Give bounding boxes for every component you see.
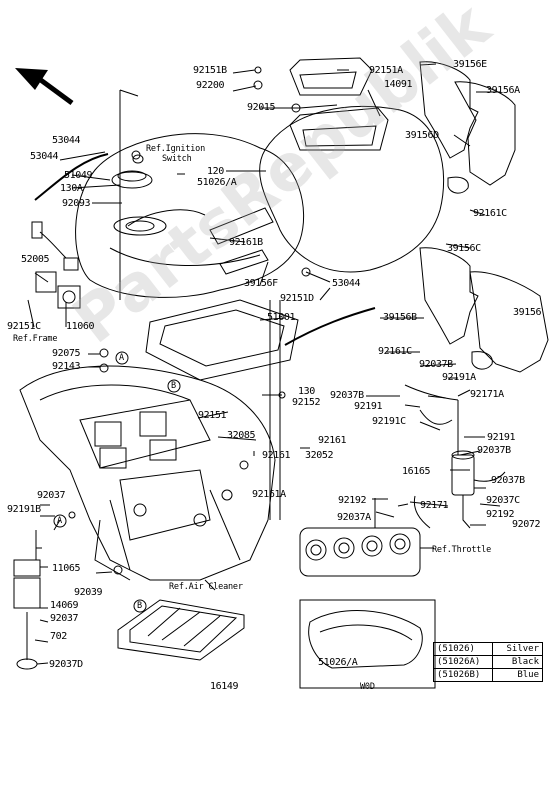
part-callout-92161c-mid: 92161C: [378, 346, 412, 357]
frame-shape: [19, 365, 276, 581]
part-callout-39156f: 39156F: [244, 278, 278, 289]
reference-marker-a2: [53, 514, 67, 528]
part-callout-51049: 51049: [64, 170, 93, 181]
part-callout-92037a: 92037A: [337, 512, 371, 523]
part-callout-52005: 52005: [21, 254, 50, 265]
part-callout-92151d: 92151D: [280, 293, 314, 304]
part-callout-702: 702: [50, 631, 67, 642]
side-cover-lower: [419, 247, 479, 345]
part-callout-14091: 14091: [384, 79, 413, 90]
color-variant-inset: [299, 599, 436, 689]
part-callout-53044-c: 53044: [332, 278, 361, 289]
legend-row: (51026A) Black: [433, 656, 543, 669]
part-callout-92161c-top: 92161C: [473, 208, 507, 219]
part-callout-92151a: 92151A: [369, 65, 403, 76]
part-callout-51026a-top: 51026/A: [197, 177, 237, 188]
part-callout-39156c-a: 39156C: [447, 243, 481, 254]
part-callout-92037b-d: 92037B: [491, 475, 525, 486]
part-callout-32052: 32052: [305, 450, 334, 461]
fuel-cap-icon: [111, 154, 153, 189]
part-callout-92200: 92200: [196, 80, 225, 91]
part-callout-130: 130: [298, 386, 315, 397]
tank-cover-shape: [259, 105, 445, 273]
part-callout-92191c: 92191C: [372, 416, 406, 427]
fuel-tank-shape: [75, 133, 305, 298]
part-callout-92037b-a: 92037B: [419, 359, 453, 370]
part-callout-refframe: Ref.Frame: [13, 334, 58, 344]
part-callout-92037b-c: 92037B: [477, 445, 511, 456]
part-callout-32085: 32085: [227, 430, 256, 441]
reference-marker-b2: [133, 599, 147, 613]
part-callout-39156: 39156: [513, 307, 542, 318]
part-callout-53044-a: 53044: [52, 135, 81, 146]
air-cleaner-element-shape: [117, 599, 245, 661]
part-callout-16165: 16165: [402, 466, 431, 477]
part-callout-130a: 130A: [60, 183, 83, 194]
part-callout-92037c: 92037C: [486, 495, 520, 506]
part-callout-51001: 51001: [267, 312, 296, 323]
part-callout-92037: 92037: [37, 490, 66, 501]
legend-color: Silver: [506, 644, 539, 654]
part-callout-92191-b: 92191: [487, 432, 516, 443]
part-callout-39156b: 39156B: [383, 312, 417, 323]
color-legend: (51026) Silver (51026A) Black (51026B) B…: [433, 642, 543, 682]
throttle-body-shape: [299, 527, 421, 577]
part-callout-51026a-box: 51026/A: [318, 657, 358, 668]
legend-code: (51026B): [434, 669, 493, 681]
part-callout-92192-b: 92192: [486, 509, 515, 520]
part-callout-92093: 92093: [62, 198, 91, 209]
part-callout-a-2: A: [57, 516, 62, 526]
part-callout-92161a: 92161A: [252, 489, 286, 500]
part-callout-11060: 11060: [66, 321, 95, 332]
part-callout-92191a: 92191A: [442, 372, 476, 383]
part-callout-92191b: 92191B: [7, 504, 41, 515]
part-callout-92192-a: 92192: [338, 495, 367, 506]
part-callout-refair: Ref.Air Cleaner: [169, 582, 243, 592]
part-callout-92171a: 92171A: [470, 389, 504, 400]
part-callout-92152: 92152: [292, 397, 321, 408]
part-callout-92037d: 92037D: [49, 659, 83, 670]
part-callout-92075: 92075: [52, 348, 81, 359]
part-callout-b-2: B: [137, 601, 142, 611]
part-callout-92037b-b: 92037B: [330, 390, 364, 401]
part-callout-53044-b: 53044: [30, 151, 59, 162]
reference-marker-a1: [115, 351, 129, 365]
part-callout-b-1: B: [171, 381, 176, 391]
front-direction-arrow-icon: [15, 68, 74, 106]
legend-row: (51026B) Blue: [433, 669, 543, 682]
part-callout-a-1: A: [119, 353, 124, 363]
reference-marker-b1: [167, 379, 181, 393]
part-callout-92161-b: 92161: [262, 450, 291, 461]
part-callout-refthrottle: Ref.Throttle: [432, 545, 492, 555]
part-callout-92161b: 92161B: [229, 237, 263, 248]
part-callout-120: 120: [207, 166, 224, 177]
part-callout-92143: 92143: [52, 361, 81, 372]
legend-color: Blue: [517, 670, 539, 680]
part-callout-16149: 16149: [210, 681, 239, 692]
part-callout-39156e: 39156E: [453, 59, 487, 70]
legend-row: (51026) Silver: [433, 642, 543, 656]
part-callout-92161: 92161: [318, 435, 347, 446]
legend-code: (51026): [434, 643, 493, 655]
part-callout-92191-a: 92191: [354, 401, 383, 412]
part-callout-92151: 92151: [198, 410, 227, 421]
part-callout-39156a: 39156A: [486, 85, 520, 96]
part-callout-14069: 14069: [50, 600, 79, 611]
part-callout-11065: 11065: [52, 563, 81, 574]
part-callout-92039: 92039: [74, 587, 103, 598]
part-callout-92072: 92072: [512, 519, 541, 530]
part-callout-92151c: 92151C: [7, 321, 41, 332]
part-callout-39156d: 39156D: [405, 130, 439, 141]
part-callout-refign2: Switch: [162, 154, 192, 164]
part-callout-92015: 92015: [247, 102, 276, 113]
part-callout-refign1: Ref.Ignition: [146, 144, 206, 154]
part-callout-w0d: W0D: [360, 682, 375, 692]
part-callout-92151b: 92151B: [193, 65, 227, 76]
part-callout-92037-b: 92037: [50, 613, 79, 624]
side-cover-upper: [419, 61, 479, 159]
legend-code: (51026A): [434, 656, 493, 668]
legend-color: Black: [511, 657, 539, 667]
part-callout-92171: 92171: [420, 500, 449, 511]
